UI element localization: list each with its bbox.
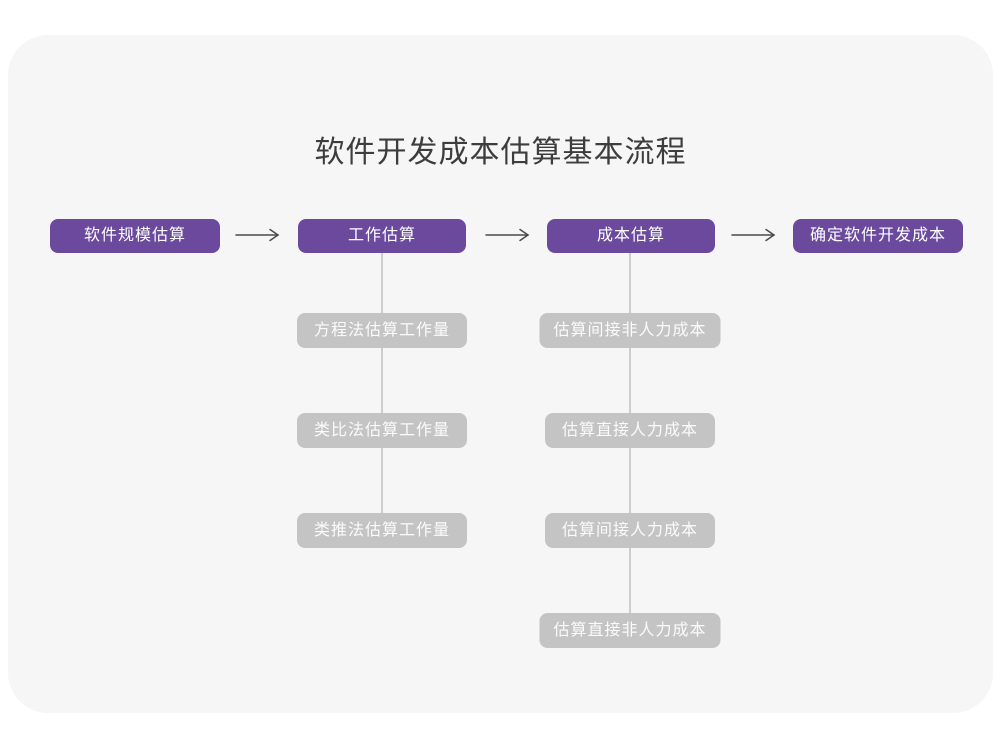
connector-line-work-estimation <box>381 253 383 531</box>
flow-node-determine-development-cost: 确定软件开发成本 <box>793 219 963 253</box>
flow-node-software-scale-estimation: 软件规模估算 <box>50 219 220 253</box>
arrow-right-icon <box>235 228 281 242</box>
sub-node-equation-method: 方程法估算工作量 <box>297 313 467 348</box>
sub-node-direct-labor-cost: 估算直接人力成本 <box>545 413 715 448</box>
flow-node-work-estimation: 工作估算 <box>298 219 466 253</box>
sub-node-indirect-nonlabor-cost: 估算间接非人力成本 <box>539 313 721 348</box>
sub-node-analogy-method: 类比法估算工作量 <box>297 413 467 448</box>
arrow-right-icon <box>485 228 531 242</box>
sub-node-extrapolation-method: 类推法估算工作量 <box>297 513 467 548</box>
flow-node-cost-estimation: 成本估算 <box>547 219 715 253</box>
flowchart-card: 软件开发成本估算基本流程 软件规模估算 工作估算 成本估算 确定软件开发成本 <box>8 35 993 713</box>
diagram-title: 软件开发成本估算基本流程 <box>314 136 687 169</box>
sub-node-indirect-labor-cost: 估算间接人力成本 <box>545 513 715 548</box>
sub-node-direct-nonlabor-cost: 估算直接非人力成本 <box>539 613 721 648</box>
arrow-right-icon <box>731 228 777 242</box>
